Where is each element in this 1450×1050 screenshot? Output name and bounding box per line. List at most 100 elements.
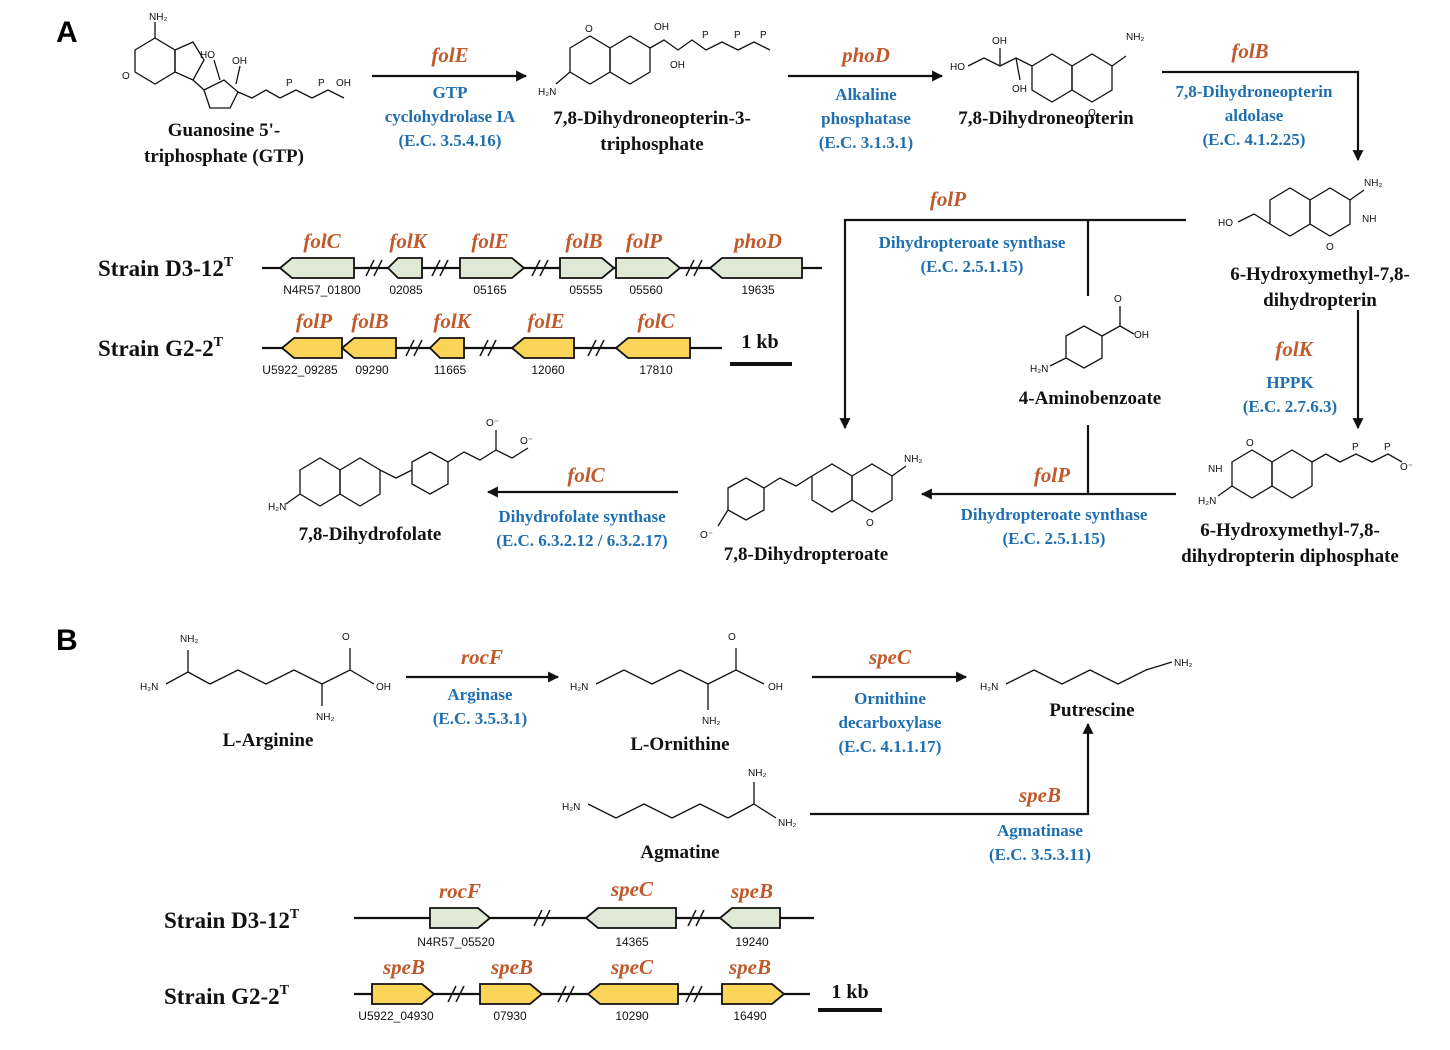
strain-label: Strain D3-12T [164, 907, 300, 933]
atom-label: H₂N [268, 502, 286, 513]
enzyme-label: Arginase [447, 685, 513, 704]
gtp-structure: NH₂ O HO OH P P OH [122, 12, 351, 109]
locus-tag: 05165 [473, 283, 507, 297]
break-mark [687, 909, 697, 927]
break-mark [695, 909, 705, 927]
gene-arrow-folE [459, 257, 526, 279]
arrow-speB [810, 722, 1094, 816]
atom-label: H₂N [1030, 364, 1048, 375]
strain-label: Strain G2-2T [98, 335, 224, 361]
cluster-gene-label: folB [351, 309, 388, 333]
compound-dhf: 7,8-Dihydrofolate [299, 524, 442, 545]
gene-arrow-folK [428, 337, 465, 359]
compound-hmdpp-line1: 6-Hydroxymethyl-7,8- [1200, 520, 1380, 541]
atom-label: H₂N [562, 802, 580, 813]
atom-label: P [734, 30, 741, 41]
atom-label: NH [1362, 214, 1376, 225]
atom-label: H₂N [538, 87, 556, 98]
atom-label: NH₂ [316, 712, 334, 723]
atom-label: NH₂ [1126, 32, 1144, 43]
compound-dhpt: 7,8-Dihydropteroate [724, 544, 888, 565]
reaction-label-folK: folK HPPK (E.C. 2.7.6.3) [1243, 337, 1337, 416]
atom-label: P [760, 30, 767, 41]
enzyme-ec: (E.C. 6.3.2.12 / 6.3.2.17) [496, 531, 667, 550]
compound-agm: Agmatine [640, 842, 719, 863]
atom-label: OH [768, 682, 783, 693]
put-structure: H₂N NH₂ [980, 658, 1192, 693]
strain-sup: T [224, 255, 234, 270]
atom-label: P [1352, 442, 1359, 453]
atom-label: O [1114, 294, 1122, 305]
break-mark [439, 259, 449, 277]
atom-label: P [318, 78, 325, 89]
atom-label: OH [1134, 330, 1149, 341]
atom-label: O [728, 632, 736, 643]
break-mark [447, 985, 457, 1003]
compound-dnp: 7,8-Dihydroneopterin [958, 108, 1134, 129]
cluster-gene-label: folC [637, 309, 675, 333]
compound-gtp-line2: triphosphate (GTP) [144, 146, 304, 167]
hmdpp-structure: H₂N NH O P P O⁻ [1198, 438, 1413, 507]
enzyme-ec: (E.C. 2.5.1.15) [921, 257, 1024, 276]
break-mark [557, 985, 567, 1003]
break-mark [693, 985, 703, 1003]
atom-label: P [1384, 442, 1391, 453]
compound-hmdp-line1: 6-Hydroxymethyl-7,8- [1230, 264, 1410, 285]
dhpt-structure: O⁻ NH₂ O [700, 454, 922, 541]
orn-structure: H₂N O OH NH₂ [570, 632, 783, 727]
strain-d3-cluster-a: Strain D3-12T folC folK folE folB folP p… [98, 229, 822, 297]
enzyme-label: Dihydropteroate synthase [961, 505, 1148, 524]
gene-arrow-rocF [429, 907, 492, 929]
break-mark [693, 259, 703, 277]
gene-label: folP [1034, 463, 1070, 487]
gene-arrow-speB [718, 907, 781, 929]
atom-label: O [342, 632, 350, 643]
reaction-label-folP-lower: folP Dihydropteroate synthase (E.C. 2.5.… [961, 463, 1148, 548]
gene-arrow-folP [280, 337, 343, 359]
dhf-structure: H₂N O⁻ O⁻ [268, 418, 533, 513]
strain-sup: T [214, 335, 224, 350]
panel-label-a: A [56, 16, 78, 49]
strain-g2-cluster-a: Strain G2-2T folP folB folK folE folC U5… [98, 309, 792, 377]
atom-label: NH₂ [904, 454, 922, 465]
atom-label: NH₂ [149, 12, 167, 23]
break-mark [595, 339, 605, 357]
arrow-folP-upper [839, 218, 1186, 430]
strain-sup: T [280, 983, 290, 998]
enzyme-ec: (E.C. 2.5.1.15) [1003, 529, 1106, 548]
gene-label: folC [567, 463, 605, 487]
compound-pabz: 4-Aminobenzoate [1019, 388, 1161, 409]
atom-label: P [702, 30, 709, 41]
compound-orn: L-Ornithine [630, 734, 729, 755]
gene-arrow-folE [510, 337, 575, 359]
strain-label: Strain G2-2T [164, 983, 290, 1009]
enzyme-ec: (E.C. 3.5.3.11) [989, 845, 1091, 864]
cluster-gene-label: folP [296, 309, 332, 333]
break-mark [365, 259, 375, 277]
strain-d3-cluster-b: Strain D3-12T rocF speC speB N4R57_05520… [164, 877, 814, 949]
atom-label: OH [336, 78, 351, 89]
locus-tag: 19240 [735, 935, 769, 949]
hmdp-structure: HO NH₂ NH O [1218, 178, 1382, 253]
atom-label: OH [992, 36, 1007, 47]
atom-label: O⁻ [520, 436, 533, 447]
atom-label: HO [950, 62, 965, 73]
enzyme-label: GTP [433, 83, 468, 102]
atom-label: HO [1218, 218, 1233, 229]
atom-label: HO [200, 50, 215, 61]
enzyme-ec: (E.C. 4.1.2.25) [1203, 130, 1306, 149]
cluster-gene-label: speC [610, 955, 654, 979]
locus-tag: N4R57_05520 [417, 935, 495, 949]
gene-label: rocF [461, 645, 503, 669]
enzyme-label: cyclohydrolase IA [385, 107, 516, 126]
reaction-label-folC: folC Dihydrofolate synthase (E.C. 6.3.2.… [496, 463, 667, 550]
atom-label: OH [232, 56, 247, 67]
atom-label: O [585, 24, 593, 35]
pabz-structure: OH O H₂N [1030, 294, 1149, 375]
atom-label: NH₂ [702, 716, 720, 727]
enzyme-ec: (E.C. 4.1.1.17) [839, 737, 942, 756]
break-mark [405, 339, 415, 357]
enzyme-label: aldolase [1225, 106, 1284, 125]
break-mark [685, 985, 695, 1003]
strain-name: Strain G2-2 [98, 336, 214, 361]
